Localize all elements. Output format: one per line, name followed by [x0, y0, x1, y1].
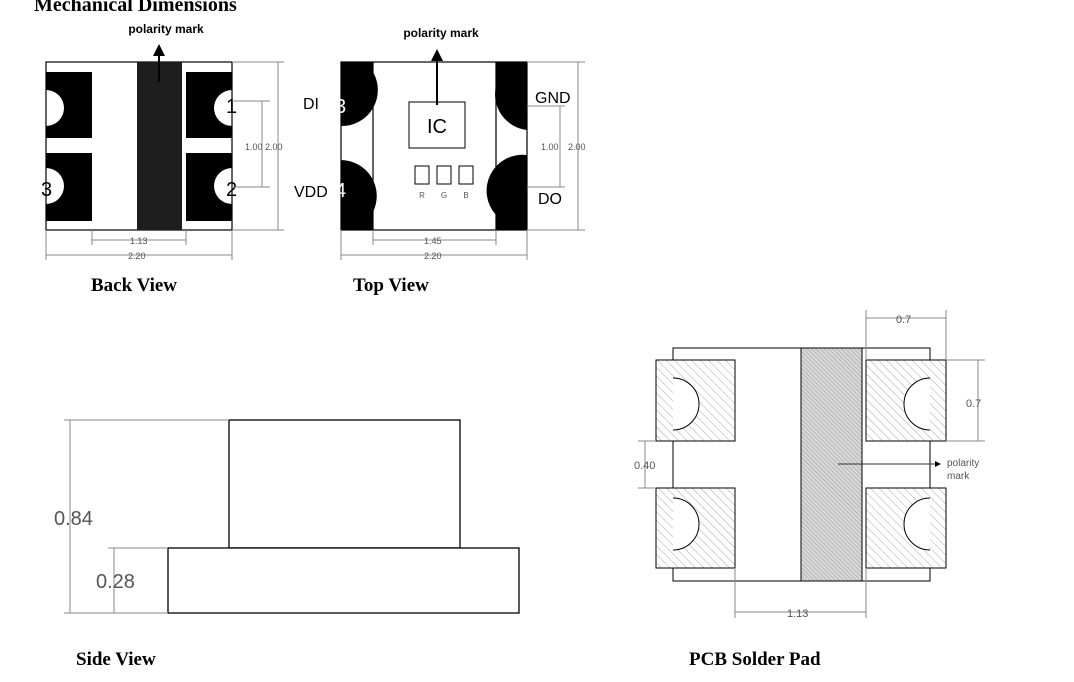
back-dim-height: 2.00: [265, 142, 283, 152]
side-dim-total: 0.84: [54, 508, 93, 530]
die-g: [436, 165, 452, 185]
pcb-polarity-label-2: mark: [947, 471, 970, 482]
back-polarity-label: polarity mark: [128, 22, 204, 36]
pcb-polarity-label-1: polarity: [947, 458, 979, 469]
die-r: [414, 165, 430, 185]
pcb-dim-strip: 1.13: [787, 608, 808, 620]
back-dim-strip: 1.13: [130, 236, 148, 246]
back-view: polarity mark 4 3 1 2 1.00 2.00 1.13 2.2…: [41, 22, 284, 296]
back-dim-pitch: 1.00: [245, 142, 263, 152]
pcb-solder-pad: polarity mark 0.7 0.7 0.40 1.13 PCB Sold…: [634, 310, 985, 670]
top-pin-tl: 3: [335, 96, 346, 118]
back-pin-tr: 1: [226, 96, 237, 118]
pin-name-do: DO: [538, 191, 562, 208]
back-pad-2: [186, 153, 232, 221]
pcb-dim-pad-width: 0.7: [896, 314, 911, 326]
top-pin-br: 1: [516, 180, 527, 202]
die-b: [458, 165, 474, 185]
top-pad-1: [486, 154, 527, 230]
top-polarity-label: polarity mark: [403, 26, 479, 40]
back-view-caption: Back View: [91, 275, 177, 296]
page-title: Mechanical Dimensions: [34, 0, 237, 16]
top-dim-height: 2.00: [568, 142, 586, 152]
top-dim-pitch: 1.00: [541, 142, 559, 152]
back-pad-1: [186, 72, 232, 138]
pcb-dim-pad-height: 0.7: [966, 398, 981, 410]
side-view-lens: [228, 419, 461, 549]
top-pad-2: [495, 62, 527, 130]
die-r-label: R: [419, 191, 425, 200]
back-pin-bl: 3: [41, 179, 52, 201]
side-view-base: [167, 547, 520, 614]
die-b-label: B: [463, 191, 468, 200]
pin-name-gnd: GND: [535, 90, 571, 107]
top-view: IC polarity mark R G B 3 4 2 1 DI VDD GN…: [294, 26, 586, 296]
side-view-caption: Side View: [76, 649, 156, 670]
top-dim-width: 2.20: [424, 251, 442, 261]
top-pin-tr: 2: [516, 96, 527, 118]
ic-label: IC: [427, 116, 447, 138]
pcb-dim-gap: 0.40: [634, 460, 655, 472]
back-polarity-strip: [137, 62, 182, 230]
back-pin-tl: 4: [47, 96, 58, 118]
back-pad-3: [46, 153, 92, 221]
pcb-caption: PCB Solder Pad: [689, 649, 821, 670]
top-pad-3: [341, 62, 378, 127]
top-view-caption: Top View: [353, 275, 429, 296]
pin-name-vdd: VDD: [294, 184, 328, 201]
ic-chip: [408, 101, 466, 149]
pin-name-di: DI: [303, 96, 319, 113]
top-pad-4: [341, 160, 377, 230]
side-view: 0.84 0.28 Side View: [54, 419, 520, 670]
side-dim-base: 0.28: [96, 571, 135, 593]
top-dim-body: 1.45: [424, 236, 442, 246]
die-g-label: G: [441, 191, 447, 200]
top-pin-bl: 4: [335, 180, 346, 202]
back-dim-width: 2.20: [128, 251, 146, 261]
back-pad-4: [46, 72, 92, 138]
back-pin-br: 2: [226, 179, 237, 201]
